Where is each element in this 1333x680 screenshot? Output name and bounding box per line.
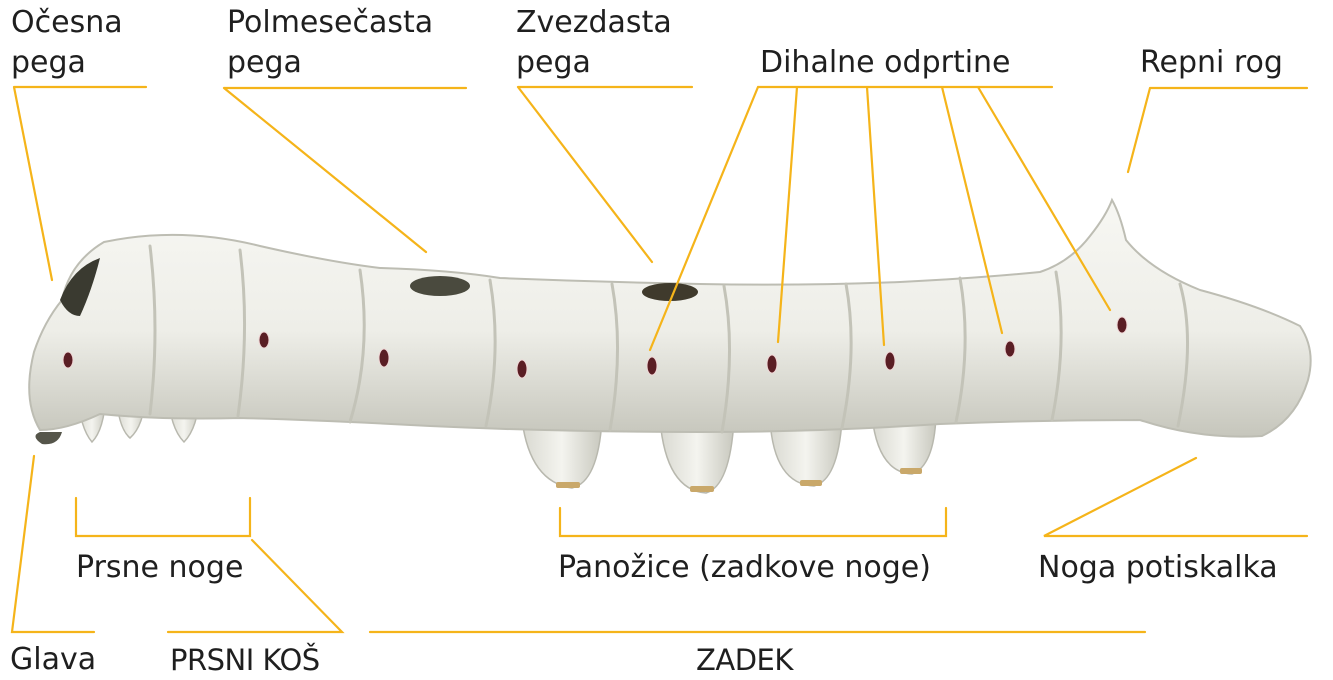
label-polmesecasta-pega: Polmesečasta pega (227, 3, 433, 83)
caterpillar-head (35, 432, 62, 444)
leader-polmesecasta-pega (224, 88, 466, 252)
label-dihalne-odprtine: Dihalne odprtine (760, 43, 1011, 83)
silkworm-caterpillar (29, 200, 1310, 493)
label-polmesecasta-pega-line1: Polmesečasta (227, 3, 433, 43)
spiracle (1117, 317, 1127, 333)
leader-panozice (560, 508, 946, 536)
spiracle (647, 357, 657, 375)
label-ocesna-pega: Očesna pega (11, 3, 123, 83)
leader-repni-rog (1128, 88, 1307, 172)
spiracle (885, 352, 895, 370)
star-marking (642, 283, 698, 301)
leader-glava (12, 456, 94, 632)
leader-noga-potiskalka (1044, 458, 1307, 536)
spiracle (259, 332, 269, 348)
spiracle (767, 355, 777, 373)
label-panozice: Panožice (zadkove noge) (558, 548, 931, 588)
label-zvezdasta-pega: Zvezdasta pega (516, 3, 672, 83)
spiracle (517, 360, 527, 378)
spiracle (1005, 341, 1015, 357)
spiracle (63, 352, 73, 368)
caterpillar-body (29, 200, 1310, 437)
label-ocesna-pega-line2: pega (11, 43, 123, 83)
label-prsni-kos: PRSNI KOŠ (170, 640, 320, 680)
label-noga-potiskalka: Noga potiskalka (1038, 548, 1278, 588)
label-zadek: ZADEK (696, 640, 793, 680)
label-repni-rog: Repni rog (1140, 43, 1283, 83)
leader-prsne-noge (76, 498, 250, 536)
label-ocesna-pega-line1: Očesna (11, 3, 123, 43)
label-glava: Glava (10, 640, 96, 680)
spiracle (379, 349, 389, 367)
label-zvezdasta-pega-line1: Zvezdasta (516, 3, 672, 43)
label-prsne-noge: Prsne noge (76, 548, 243, 588)
label-zvezdasta-pega-line2: pega (516, 43, 672, 83)
label-polmesecasta-pega-line2: pega (227, 43, 433, 83)
leader-zvezdasta-pega (518, 87, 692, 262)
crescent-marking (410, 276, 470, 296)
